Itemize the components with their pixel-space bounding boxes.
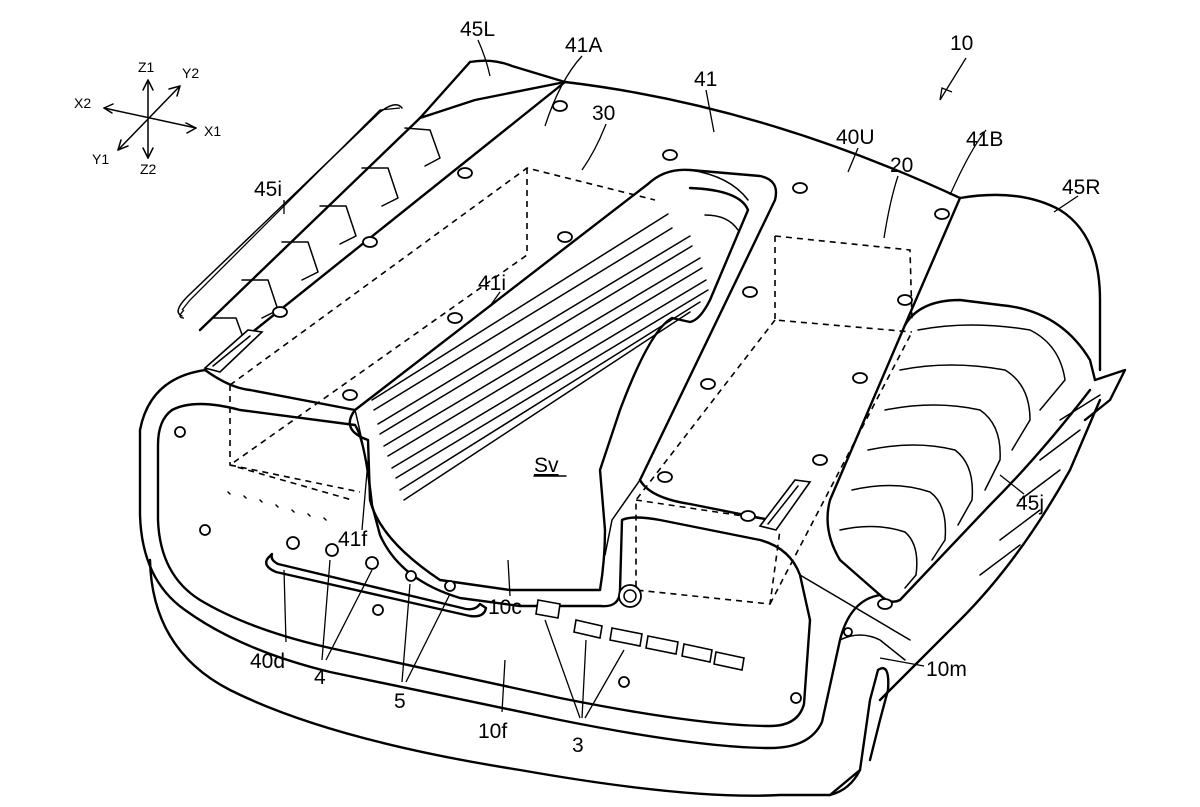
left-fins xyxy=(177,59,567,341)
label-Sv: Sv xyxy=(534,454,559,477)
button-4 xyxy=(365,556,379,570)
label-41f: 41f xyxy=(338,528,367,551)
label-30: 30 xyxy=(592,102,615,125)
screw-hole xyxy=(934,208,950,220)
screw-hole xyxy=(897,294,913,306)
axis-indicator: Z1 Y2 X2 X1 Y1 Z2 xyxy=(74,59,221,177)
label-10c: 10c xyxy=(488,596,522,619)
label-10m: 10m xyxy=(926,658,967,681)
front-panel xyxy=(227,491,745,671)
power-button xyxy=(618,584,642,608)
label-41B: 41B xyxy=(966,128,1003,151)
screw-hole xyxy=(877,598,893,610)
screw-hole xyxy=(174,426,186,438)
label-40d: 40d xyxy=(250,650,285,673)
label-4: 4 xyxy=(314,666,326,689)
screw-hole xyxy=(618,676,630,688)
label-10: 10 xyxy=(950,32,973,55)
label-41A: 41A xyxy=(565,34,602,57)
label-45L: 45L xyxy=(460,18,495,41)
label-45R: 45R xyxy=(1062,176,1101,199)
screw-hole xyxy=(362,236,378,248)
screw-hole xyxy=(552,100,568,112)
screw-hole xyxy=(740,510,756,522)
label-45j: 45j xyxy=(1016,492,1044,515)
vents xyxy=(203,329,812,531)
axis-z2-label: Z2 xyxy=(140,161,157,177)
screw-hole xyxy=(199,524,211,536)
button-4 xyxy=(325,543,339,557)
screw-hole xyxy=(557,231,573,243)
screw-hole xyxy=(843,627,853,637)
axis-x2-label: X2 xyxy=(74,95,91,111)
dashed-internals xyxy=(229,167,913,605)
axis-z1-label: Z1 xyxy=(138,59,155,75)
axis-x1-label: X1 xyxy=(204,123,221,139)
screw-holes xyxy=(174,100,950,704)
label-20: 20 xyxy=(890,154,913,177)
screw-hole xyxy=(792,182,808,194)
screw-hole xyxy=(447,312,463,324)
screw-hole xyxy=(457,167,473,179)
label-3: 3 xyxy=(572,734,584,757)
label-41i: 41i xyxy=(478,272,506,295)
button-4 xyxy=(286,536,300,550)
screw-hole xyxy=(852,372,868,384)
axis-y1-label: Y1 xyxy=(92,151,109,167)
screw-hole xyxy=(342,389,358,401)
port-5 xyxy=(405,570,417,582)
axis-y2-label: Y2 xyxy=(182,65,199,81)
label-40U: 40U xyxy=(836,126,875,149)
right-fins xyxy=(826,298,1127,702)
screw-hole xyxy=(700,378,716,390)
label-10f: 10f xyxy=(478,720,507,743)
screw-hole xyxy=(662,149,678,161)
screw-hole xyxy=(790,692,802,704)
screw-hole xyxy=(372,604,384,616)
port-5 xyxy=(444,580,456,592)
label-45i: 45i xyxy=(254,178,282,201)
label-5: 5 xyxy=(394,690,406,713)
front-frame xyxy=(138,368,911,797)
top-plate xyxy=(203,80,1102,556)
screw-hole xyxy=(812,454,828,466)
label-41: 41 xyxy=(694,68,717,91)
screw-hole xyxy=(657,471,673,483)
screw-hole xyxy=(272,306,288,318)
center-channel xyxy=(348,169,750,592)
reference-labels: 10 45L 41A 41 30 40U 41B 20 45R 45i 41i … xyxy=(250,18,1101,757)
screw-hole xyxy=(742,286,758,298)
leader-lines xyxy=(179,39,1079,719)
